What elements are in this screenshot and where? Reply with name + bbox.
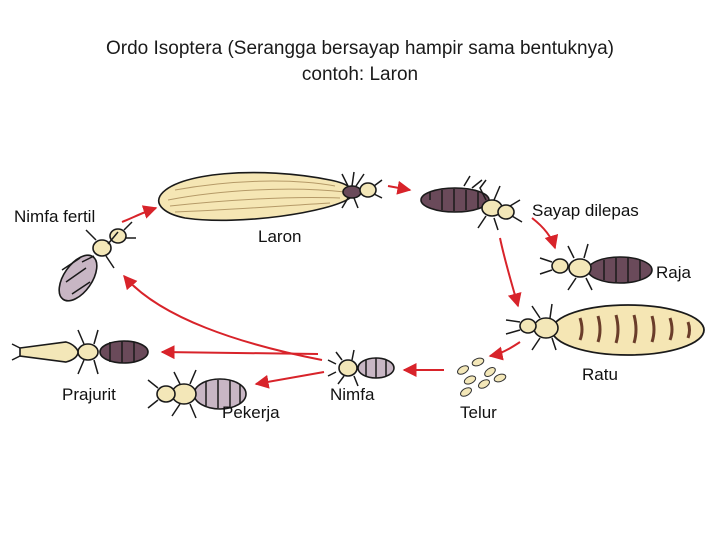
pekerja-illustration [147,369,247,419]
arrow-sayap-dilepas-to-raja [531,217,559,250]
label-pekerja: Pekerja [222,403,280,422]
raja-illustration [539,243,653,291]
ratu-illustration [505,303,705,356]
arrow-nimfa-fertil-to-laron [121,205,158,223]
prajurit-illustration [11,329,149,375]
cycle-arrows [121,180,559,389]
label-prajurit: Prajurit [62,385,116,404]
nimfa-fertil-illustration [58,221,136,302]
arrow-ratu-to-telur [488,341,521,361]
label-nimfa: Nimfa [330,385,375,404]
nimfa-illustration [327,349,395,387]
label-raja: Raja [656,263,692,282]
label-telur: Telur [460,403,497,422]
label-laron: Laron [258,227,301,246]
title-line-1: Ordo Isoptera (Serangga bersayap hampir … [106,38,614,59]
arrow-laron-to-sayap-dilepas [387,180,412,195]
laron-illustration [158,171,383,222]
label-nimfa-fertil: Nimfa fertil [14,207,95,226]
arrow-nimfa-to-pekerja [254,371,325,389]
title-line-2: contoh: Laron [301,64,419,85]
arrow-nimfa-to-nimfa-fertil [123,274,323,361]
label-ratu: Ratu [582,365,618,384]
arrow-sayap-dilepas-to-ratu [499,237,522,308]
telur-illustration [457,357,507,397]
sayap-dilepas-illustration [420,175,523,231]
page-title: Ordo Isoptera (Serangga bersayap hampir … [0,36,720,88]
label-sayap-dilepas: Sayap dilepas [532,201,639,220]
